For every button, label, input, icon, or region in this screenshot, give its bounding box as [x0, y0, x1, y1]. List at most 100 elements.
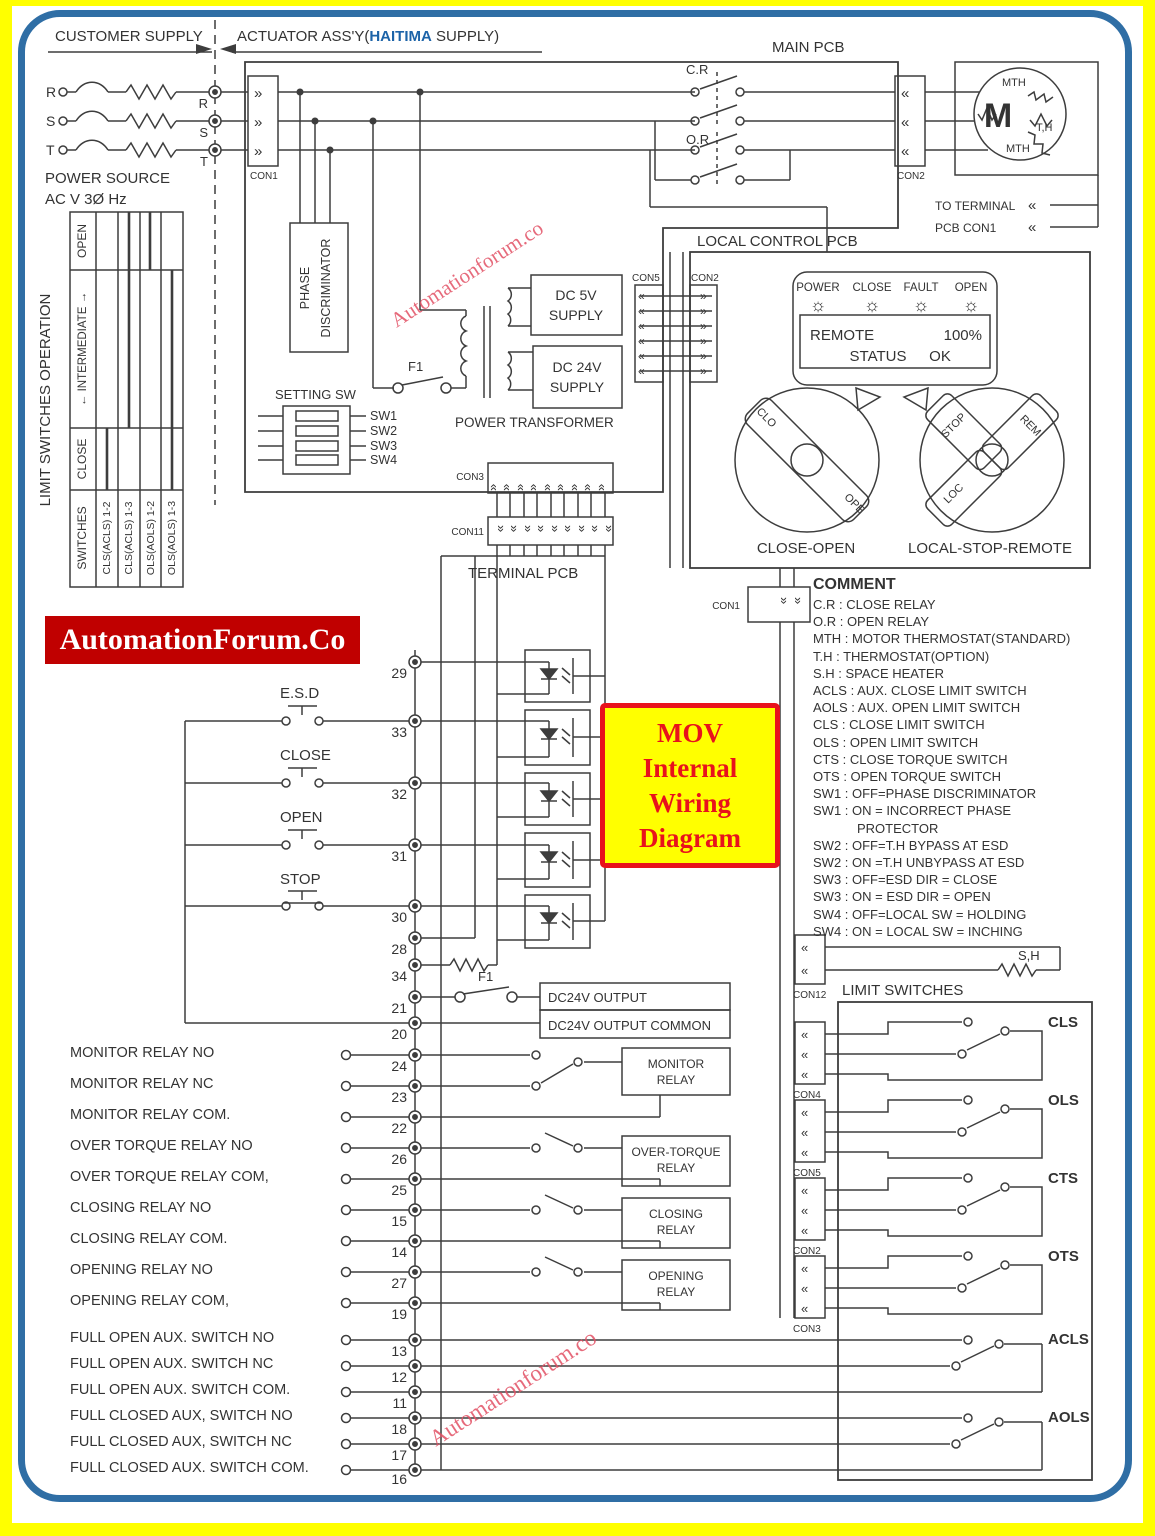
terminal-function-label: MONITOR RELAY NO — [70, 1045, 215, 1061]
mov-title-sticker: MOV Internal Wiring Diagram — [600, 703, 780, 868]
setting-dip-switch — [258, 405, 366, 475]
svg-text:15: 15 — [391, 1213, 407, 1229]
con5-main-label: CON5 — [632, 273, 660, 284]
monitor-relay-box — [621, 1047, 731, 1096]
comment-line: SW1 : OFF=PHASE DISCRIMINATOR — [813, 786, 1037, 802]
comment-line: SW4 : OFF=LOCAL SW = HOLDING — [813, 906, 1027, 922]
comment-line: AOLS : AUX. OPEN LIMIT SWITCH — [813, 700, 1021, 716]
svg-text:»: » — [485, 484, 500, 491]
mov-line: Internal — [642, 752, 738, 783]
svg-text:»: » — [539, 484, 554, 491]
svg-text:13: 13 — [391, 1343, 407, 1359]
svg-text:»: » — [700, 334, 707, 348]
cts-switch-group — [794, 1173, 1043, 1241]
local-stop-remote-knob[interactable] — [919, 387, 1065, 533]
svg-text:29: 29 — [391, 665, 407, 681]
svg-text:»: » — [700, 364, 707, 378]
pushbutton-stop[interactable] — [185, 890, 409, 911]
customer-supply-label: CUSTOMER SUPPLY — [55, 28, 203, 45]
site-logo: AutomationForum.Co — [45, 616, 360, 664]
svg-text:23: 23 — [391, 1089, 407, 1105]
knob1-pointer-icon — [855, 386, 882, 412]
phase-s-label2: S — [199, 125, 208, 140]
switches-header: SWITCHES — [75, 506, 89, 569]
power-source-line2: AC V 3Ø Hz — [45, 191, 127, 208]
knob2-stop-label: STOP — [939, 411, 969, 441]
terminal-function-label: FULL OPEN AUX. SWITCH COM. — [70, 1382, 291, 1398]
comment-line: SW3 : OFF=ESD DIR = CLOSE — [813, 872, 998, 888]
svg-text:34: 34 — [391, 968, 407, 984]
con12-connector — [794, 934, 826, 985]
aols-switch-group — [340, 1412, 1043, 1476]
table-row: CLS(ACLS) 1-3 — [123, 501, 135, 574]
fuse-f1-main — [401, 376, 444, 386]
svg-text:21: 21 — [391, 1000, 407, 1016]
led-open-label: OPEN — [955, 282, 988, 294]
svg-text:32: 32 — [391, 786, 407, 802]
brand-name: HAITIMA — [369, 28, 432, 45]
closing-relay-label2: RELAY — [657, 1223, 695, 1237]
comment-line: MTH : MOTOR THERMOSTAT(STANDARD) — [813, 631, 1071, 647]
con5-main-connector — [634, 284, 664, 383]
main-pcb-outline — [244, 61, 899, 493]
comment-line: O.R : OPEN RELAY — [813, 614, 930, 630]
svg-text:»: » — [521, 525, 536, 532]
close-button-label: CLOSE — [280, 747, 331, 764]
svg-text:»: » — [700, 289, 707, 303]
closing-relay-box — [621, 1197, 731, 1249]
terminal-function-label: OPENING RELAY NO — [70, 1262, 213, 1278]
svg-text:»: » — [579, 484, 594, 491]
terminal-function-label: FULL OPEN AUX. SWITCH NO — [70, 1330, 275, 1346]
pushbutton-esd[interactable] — [185, 705, 409, 726]
boundary-arrow-right-icon — [196, 44, 212, 54]
mov-line: Wiring — [648, 787, 731, 818]
to-terminal-label1: TO TERMINAL — [935, 199, 1016, 213]
knob1-caption: CLOSE-OPEN — [757, 540, 855, 557]
optocoupler-2 — [497, 709, 605, 766]
terminal-function-label: OVER TORQUE RELAY NO — [70, 1138, 253, 1154]
phase-t-label2: T — [200, 154, 208, 169]
closing-relay-contact — [340, 1194, 731, 1249]
con3-ls-connector — [794, 1255, 826, 1319]
dc24v-supply-box — [532, 345, 623, 409]
comment-line: C.R : CLOSE RELAY — [813, 597, 936, 612]
pushbutton-close[interactable] — [185, 767, 409, 788]
svg-text:14: 14 — [391, 1244, 407, 1260]
chevron-icon: » — [254, 143, 262, 160]
ots-label: OTS — [1048, 1248, 1079, 1265]
chevron-icon: « — [901, 114, 909, 131]
svg-text:30: 30 — [391, 909, 407, 925]
acls-label: ACLS — [1048, 1331, 1089, 1348]
close-open-knob[interactable] — [734, 387, 880, 533]
svg-text:»: » — [602, 525, 617, 532]
terminal-function-label: OVER TORQUE RELAY COM, — [70, 1169, 269, 1185]
pushbutton-open[interactable] — [185, 829, 409, 850]
con4-label: CON4 — [793, 1090, 821, 1101]
svg-text:12: 12 — [391, 1369, 407, 1385]
led-close-label: CLOSE — [853, 282, 892, 294]
or-label: O.R — [686, 132, 709, 147]
con1-label: CON1 — [250, 171, 278, 182]
svg-text:«: « — [801, 1261, 808, 1276]
phase-t-label: T — [46, 142, 55, 158]
led-fault-icon: ☼ — [913, 295, 930, 315]
svg-text:«: « — [801, 940, 808, 955]
limit-switch-operation-table — [69, 211, 184, 588]
mth-bottom-label: MTH — [1006, 143, 1030, 155]
svg-text:26: 26 — [391, 1151, 407, 1167]
con4-connector — [794, 1021, 826, 1085]
monitor-relay-label1: MONITOR — [648, 1057, 705, 1071]
svg-text:16: 16 — [391, 1471, 407, 1487]
comment-line: T.H : THERMOSTAT(OPTION) — [813, 648, 990, 664]
terminal-function-label: FULL OPEN AUX. SWITCH NC — [70, 1356, 274, 1372]
optocoupler-4 — [497, 832, 605, 888]
dc24v-common-label: DC24V OUTPUT COMMON — [548, 1018, 711, 1033]
aols-label: AOLS — [1048, 1409, 1090, 1426]
relay-output-contacts — [340, 1047, 731, 1311]
svg-text:27: 27 — [391, 1275, 407, 1291]
opening-relay-box — [621, 1259, 731, 1311]
sw4-label: SW4 — [370, 453, 397, 467]
